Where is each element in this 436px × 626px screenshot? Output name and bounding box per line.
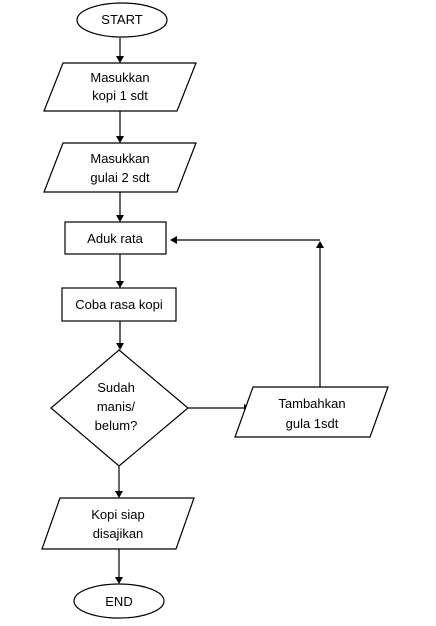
decision-line-1: Sudah — [97, 380, 135, 395]
arrow-loop-to-aduk — [170, 236, 324, 387]
start-terminator: START — [76, 2, 168, 38]
input-tambah-line-2: gula 1sdt — [286, 416, 339, 431]
output-siap-line-1: Kopi siap — [91, 507, 144, 522]
decision-line-2: manis/ — [97, 399, 136, 414]
start-label: START — [101, 12, 142, 27]
process-coba-box: Coba rasa kopi — [61, 287, 177, 322]
process-coba-label: Coba rasa kopi — [75, 297, 163, 312]
input-kopi-line-1: Masukkan — [90, 70, 149, 85]
input-tambah-parallelogram: Tambahkan gula 1sdt — [234, 386, 389, 438]
input-kopi-line-2: kopi 1 sdt — [92, 88, 148, 103]
process-aduk-box: Aduk rata — [64, 221, 167, 255]
input-gula-line-2: gulai 2 sdt — [90, 170, 150, 185]
arrow-aduk-to-coba — [116, 254, 124, 288]
arrow-start-to-kopi — [116, 38, 124, 63]
input-gula-parallelogram: Masukkan gulai 2 sdt — [43, 142, 197, 193]
arrow-siap-to-end — [115, 549, 123, 584]
process-aduk-label: Aduk rata — [87, 231, 143, 246]
output-siap-parallelogram: Kopi siap disajikan — [41, 497, 195, 550]
arrow-decision-to-siap — [115, 466, 123, 498]
arrow-coba-to-decision — [116, 321, 124, 350]
input-kopi-parallelogram: Masukkan kopi 1 sdt — [43, 62, 197, 112]
end-label: END — [105, 594, 132, 609]
arrow-kopi-to-gula — [116, 111, 124, 143]
arrow-gula-to-aduk — [116, 192, 124, 222]
decision-line-3: belum? — [95, 418, 138, 433]
output-siap-line-2: disajikan — [93, 526, 144, 541]
decision-diamond: Sudah manis/ belum? — [50, 349, 189, 467]
input-gula-line-1: Masukkan — [90, 151, 149, 166]
arrow-decision-to-tambah — [188, 404, 251, 412]
end-terminator: END — [73, 583, 165, 619]
input-tambah-line-1: Tambahkan — [278, 396, 345, 411]
